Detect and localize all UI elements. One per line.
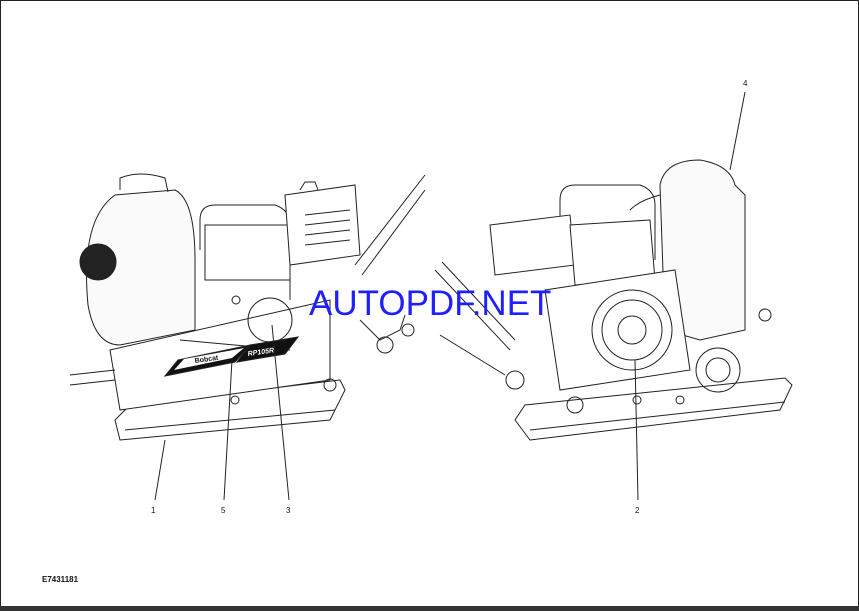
callout-2: 2	[635, 506, 640, 515]
page-bottom-bar	[0, 606, 859, 611]
right-view-compactor	[434, 91, 793, 501]
left-view-compactor: Bobcat RP105R	[69, 173, 426, 501]
callout-1: 1	[151, 506, 156, 515]
callout-4: 4	[743, 79, 748, 88]
decal-model: RP105R	[247, 347, 274, 358]
callout-5: 5	[221, 506, 226, 515]
callout-3: 3	[286, 506, 291, 515]
decal-brand: Bobcat	[194, 355, 219, 365]
watermark: AUTOPDF.NET	[309, 284, 552, 323]
decal: Bobcat RP105R	[163, 336, 300, 377]
figure-id: E7431181	[42, 575, 79, 584]
